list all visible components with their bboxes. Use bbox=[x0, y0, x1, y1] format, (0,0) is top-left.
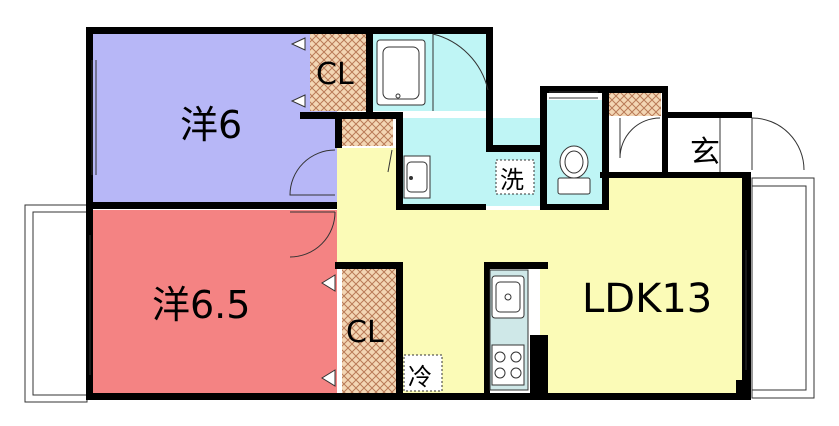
sink-icon bbox=[403, 155, 431, 199]
closet-bottom bbox=[342, 268, 398, 394]
bathtub-icon bbox=[376, 39, 426, 106]
ldk-label: LDK13 bbox=[582, 276, 712, 322]
right-balcony bbox=[751, 177, 815, 399]
entrance-fill bbox=[607, 118, 748, 176]
closet-top-small bbox=[337, 118, 393, 146]
closet-top-label: CL bbox=[316, 57, 354, 92]
windows bbox=[89, 60, 747, 375]
left-balcony bbox=[24, 204, 88, 403]
ldk-fill bbox=[337, 148, 748, 393]
western-room-1-fill bbox=[92, 33, 337, 204]
western-room-2-fill bbox=[92, 210, 337, 393]
kitchen-counter bbox=[489, 269, 529, 391]
closet-entrance bbox=[607, 92, 661, 116]
closet-doors bbox=[290, 37, 336, 387]
doors bbox=[289, 33, 805, 258]
western-room-2-label: 洋6.5 bbox=[152, 283, 250, 327]
washer-spot bbox=[495, 159, 535, 195]
entrance-label: 玄 bbox=[690, 135, 720, 170]
fridge-spot bbox=[403, 354, 443, 392]
fridge-label: 冷 bbox=[408, 363, 432, 391]
washer-label: 洗 bbox=[500, 166, 524, 194]
closet-bottom-label: CL bbox=[346, 315, 384, 350]
western-room-1-label: 洋6 bbox=[180, 103, 242, 147]
toilet-icon bbox=[557, 145, 591, 195]
closet-top bbox=[310, 33, 368, 111]
